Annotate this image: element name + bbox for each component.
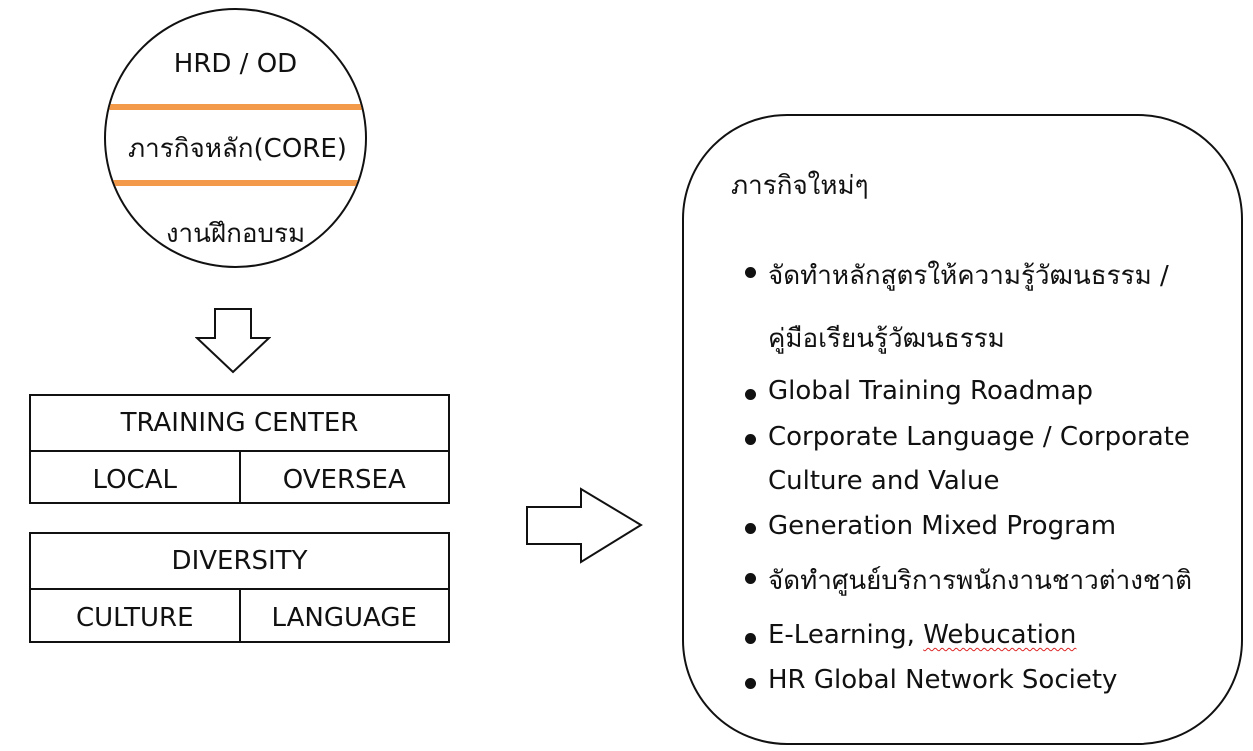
local-cell: LOCAL: [92, 465, 177, 495]
bullet-icon: [745, 523, 756, 534]
bullet-icon: [745, 267, 756, 278]
right-arrow-icon: [526, 487, 643, 564]
new-missions-title: ภารกิจใหม่ๆ: [731, 171, 869, 201]
mission-item-3-line-1: Corporate Language / Corporate: [768, 422, 1190, 452]
mission-item-5: จัดทำศูนย์บริการพนักงานชาวต่างชาติ: [768, 566, 1193, 596]
new-missions-box: [682, 114, 1243, 745]
bullet-icon: [745, 434, 756, 445]
mission-item-1-line-2: คู่มือเรียนรู้วัฒนธรรม: [768, 324, 1005, 354]
mission-item-3-line-2: Culture and Value: [768, 466, 1000, 496]
oversea-cell: OVERSEA: [238, 452, 449, 504]
divider-band-top: [106, 104, 365, 110]
culture-cell: CULTURE: [76, 603, 194, 633]
circle-middle-label: ภารกิจหลัก(CORE): [128, 134, 347, 164]
training-center-header: TRAINING CENTER: [31, 396, 448, 452]
circle-bottom-label: งานฝึกอบรม: [165, 219, 306, 249]
mission-item-2: Global Training Roadmap: [768, 376, 1094, 406]
bullet-icon: [745, 573, 756, 584]
mission-item-7: HR Global Network Society: [768, 665, 1118, 695]
hrd-od-circle: HRD / OD ภารกิจหลัก(CORE) งานฝึกอบรม: [104, 8, 367, 268]
down-arrow-icon: [195, 308, 271, 374]
mission-item-6-word: Webucation: [923, 620, 1077, 650]
mission-item-6-prefix: E-Learning,: [768, 620, 924, 650]
divider-band-bottom: [106, 180, 365, 186]
language-cell: LANGUAGE: [238, 590, 449, 642]
mission-item-6: E-Learning, Webucation: [768, 620, 1076, 650]
bullet-icon: [745, 633, 756, 644]
diversity-header: DIVERSITY: [31, 534, 448, 590]
bullet-icon: [745, 389, 756, 400]
mission-item-1-line-1: จัดทำหลักสูตรให้ความรู้วัฒนธรรม /: [768, 261, 1169, 291]
mission-item-4: Generation Mixed Program: [768, 511, 1117, 541]
circle-top-label: HRD / OD: [173, 49, 298, 79]
diversity-box: DIVERSITY CULTURE LANGUAGE: [29, 532, 450, 643]
training-center-box: TRAINING CENTER LOCAL OVERSEA: [29, 394, 450, 504]
bullet-icon: [745, 678, 756, 689]
